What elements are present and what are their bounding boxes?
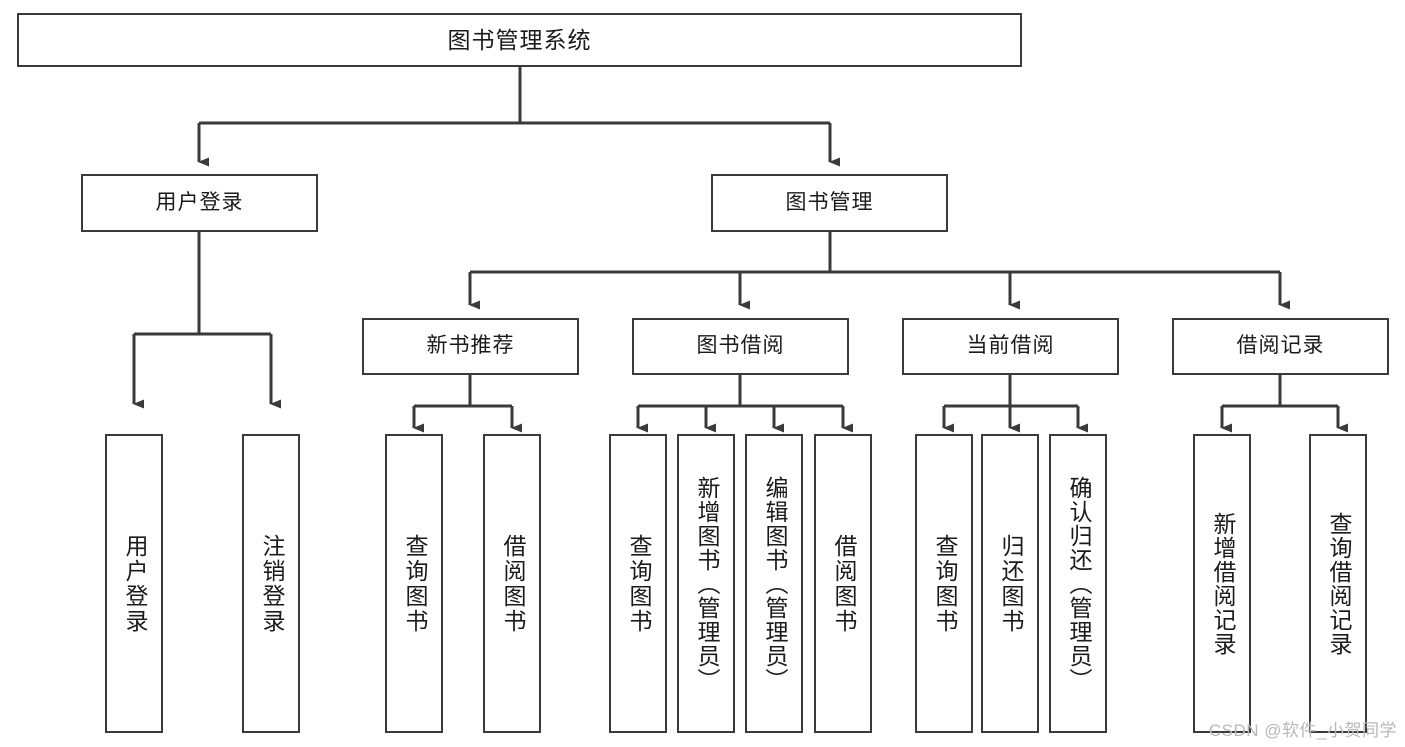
node-label: 当前借阅: [966, 334, 1055, 358]
node-new-book-recommend[interactable]: 新书推荐: [362, 318, 579, 375]
leaf-add-book[interactable]: 新增图书（管理员）: [677, 434, 735, 733]
node-current-borrow[interactable]: 当前借阅: [902, 318, 1119, 375]
node-label: 归还图书: [997, 533, 1024, 634]
leaf-query-book-2[interactable]: 查询图书: [609, 434, 667, 733]
node-label: 注销登录: [258, 533, 285, 634]
node-label: 借阅图书: [499, 533, 526, 634]
node-label: 查询借阅记录: [1325, 511, 1352, 656]
node-borrow-record[interactable]: 借阅记录: [1172, 318, 1389, 375]
node-label: 用户登录: [121, 533, 148, 634]
node-label: 新书推荐: [426, 334, 515, 358]
leaf-query-record[interactable]: 查询借阅记录: [1309, 434, 1367, 733]
node-label: 查询图书: [931, 533, 958, 634]
leaf-query-book-3[interactable]: 查询图书: [915, 434, 973, 733]
csdn-watermark: CSDN @软件_小贺同学: [1208, 721, 1397, 740]
node-label: 图书管理: [785, 190, 874, 214]
node-book-borrow[interactable]: 图书借阅: [632, 318, 849, 375]
leaf-logout-login[interactable]: 注销登录: [242, 434, 300, 733]
leaf-query-book-1[interactable]: 查询图书: [385, 434, 443, 733]
node-label: 新增借阅记录: [1209, 511, 1236, 656]
node-user-login[interactable]: 用户登录: [81, 174, 318, 232]
leaf-confirm-return[interactable]: 确认归还（管理员）: [1049, 434, 1107, 733]
node-label: 查询图书: [401, 533, 428, 634]
leaf-user-login[interactable]: 用户登录: [105, 434, 163, 733]
node-label: 新增图书（管理员）: [693, 475, 720, 692]
node-label: 用户登录: [155, 190, 244, 214]
node-root-system[interactable]: 图书管理系统: [17, 13, 1022, 67]
leaf-borrow-book-2[interactable]: 借阅图书: [814, 434, 872, 733]
node-label: 借阅图书: [830, 533, 857, 634]
leaf-add-record[interactable]: 新增借阅记录: [1193, 434, 1251, 733]
leaf-return-book[interactable]: 归还图书: [981, 434, 1039, 733]
node-label: 确认归还（管理员）: [1065, 475, 1092, 692]
node-book-manage[interactable]: 图书管理: [711, 174, 948, 232]
node-label: 图书管理系统: [447, 26, 592, 53]
node-label: 图书借阅: [696, 334, 785, 358]
leaf-edit-book[interactable]: 编辑图书（管理员）: [745, 434, 803, 733]
node-label: 借阅记录: [1236, 334, 1325, 358]
leaf-borrow-book-1[interactable]: 借阅图书: [483, 434, 541, 733]
node-label: 编辑图书（管理员）: [761, 475, 788, 692]
node-label: 查询图书: [625, 533, 652, 634]
